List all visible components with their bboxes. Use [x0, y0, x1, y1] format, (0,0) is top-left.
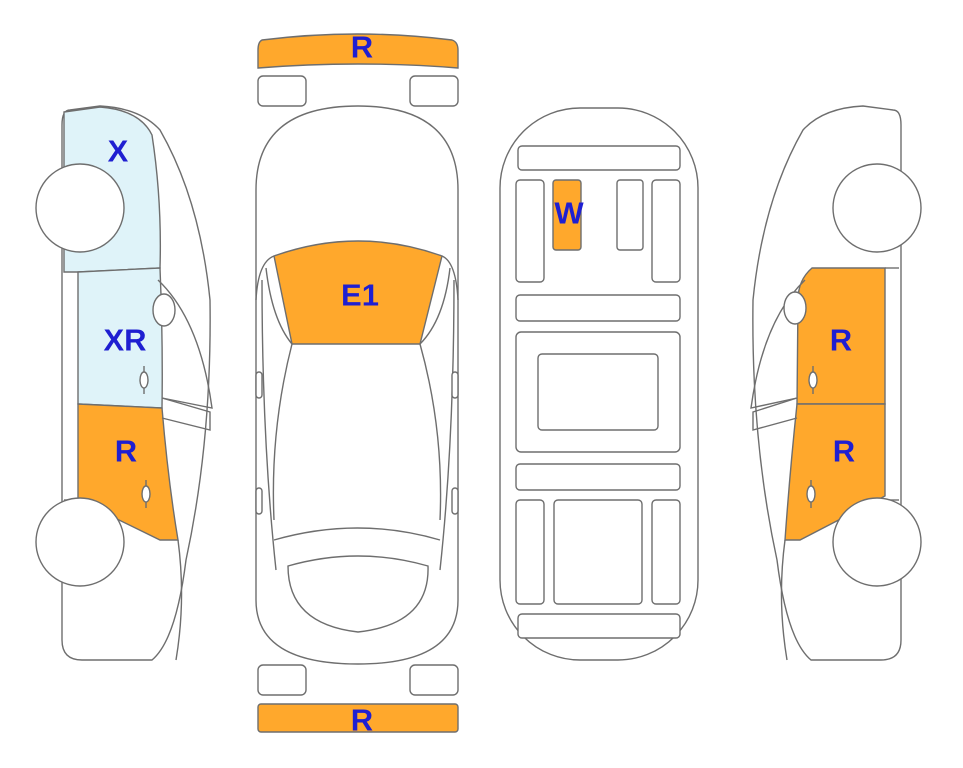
- left-side-window-line: [161, 397, 211, 431]
- floor-right-rail-rear: [651, 499, 681, 605]
- right-front-wheel: [832, 163, 922, 253]
- right-rear-door-handle: [806, 480, 816, 508]
- top-view-right-a-pillar: [441, 255, 459, 301]
- left-front-door-handle: [139, 366, 149, 394]
- front-bumper-label: R: [351, 30, 373, 65]
- right-front-door-label: R: [830, 323, 852, 358]
- right-rear-wheel: [832, 497, 922, 587]
- left-front-door-label: XR: [103, 323, 146, 358]
- right-front-door-panel: [796, 267, 886, 405]
- floor-center-front-panel: [616, 179, 644, 251]
- rear-bumper-label: R: [351, 703, 373, 738]
- top-view-right-mirror: [451, 371, 459, 399]
- right-side-windshield-line: [750, 279, 806, 409]
- floor-rear-panel: [517, 613, 681, 639]
- right-front-door-handle: [808, 366, 818, 394]
- left-rear-wheel: [35, 497, 125, 587]
- floor-plan-view: W: [499, 107, 699, 661]
- floor-rear-crossmember: [515, 463, 681, 491]
- top-view-trunk: [287, 555, 429, 633]
- right-side-view: R R: [750, 105, 922, 661]
- floor-left-rail-front: [515, 179, 545, 283]
- roof-panel: [552, 179, 582, 251]
- top-view-rear-window: [273, 527, 441, 541]
- top-view-left-mirror: [255, 371, 263, 399]
- top-view-right-window: [419, 267, 451, 521]
- left-side-view: X XR R: [35, 105, 213, 661]
- floor-right-rail-front: [651, 179, 681, 283]
- left-side-rear-line: [175, 539, 183, 661]
- right-rear-door-label: R: [833, 434, 855, 469]
- front-bumper-panel: [257, 33, 459, 69]
- top-view: R E1 R: [255, 30, 459, 738]
- floor-center-inner-panel: [537, 353, 659, 431]
- front-right-lamp: [409, 75, 459, 107]
- top-view-left-a-pillar: [255, 255, 275, 301]
- floor-trunk-panel: [553, 499, 643, 605]
- rear-bumper-panel: [257, 703, 459, 733]
- floor-mid-crossmember: [515, 294, 681, 322]
- right-side-window-line: [752, 397, 798, 431]
- rear-left-lamp: [257, 664, 307, 696]
- right-side-rear-line: [780, 539, 788, 661]
- left-front-wheel: [35, 163, 125, 253]
- left-side-mirror: [152, 293, 176, 327]
- right-side-mirror: [783, 291, 807, 325]
- floor-front-crossmember: [517, 145, 681, 171]
- hood-panel: [273, 240, 443, 345]
- floor-left-rail-rear: [515, 499, 545, 605]
- top-view-left-window: [265, 267, 293, 521]
- left-rear-door-label: R: [115, 434, 137, 469]
- top-view-right-body-line: [439, 279, 455, 571]
- roof-label: W: [554, 196, 584, 231]
- front-left-lamp: [257, 75, 307, 107]
- hood-label: E1: [341, 278, 379, 313]
- top-view-right-rear-mirror: [451, 487, 459, 515]
- top-view-left-rear-mirror: [255, 487, 263, 515]
- rear-right-lamp: [409, 664, 459, 696]
- left-side-windshield-line: [157, 279, 213, 409]
- left-front-fender-label: X: [108, 134, 129, 169]
- left-rear-door-handle: [141, 480, 151, 508]
- top-view-left-body-line: [261, 279, 277, 571]
